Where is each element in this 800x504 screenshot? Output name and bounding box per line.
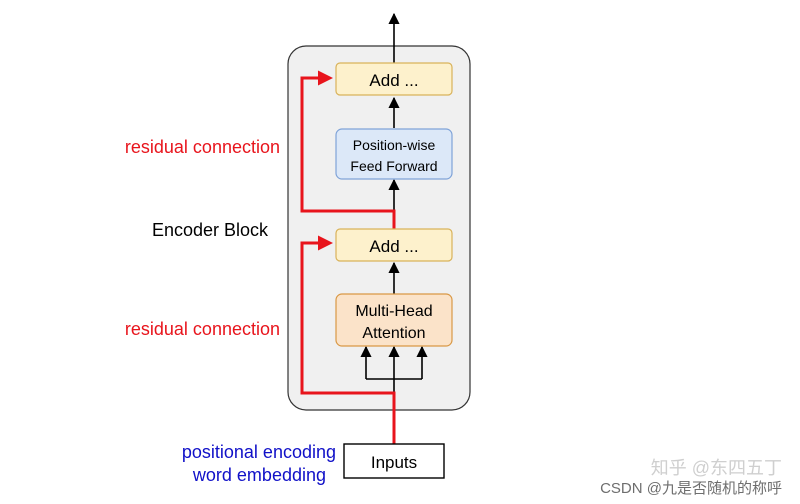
multi-head-attention-label-line1: Multi-Head xyxy=(355,303,432,320)
encoder-block-label: Encoder Block xyxy=(152,220,269,240)
residual-connection-label-top: residual connection xyxy=(125,137,280,157)
positional-encoding-label: positional encoding xyxy=(182,442,336,462)
feed-forward-box xyxy=(335,128,453,180)
encoder-block-container xyxy=(287,45,471,411)
add-norm-bottom-box xyxy=(335,228,453,262)
multi-head-attention-label-line2: Attention xyxy=(362,325,425,342)
add-norm-bottom-label: Add ... xyxy=(369,237,418,256)
word-embedding-label: word embedding xyxy=(192,465,326,485)
residual-path-bottom xyxy=(300,235,396,444)
add-norm-top-label: Add ... xyxy=(369,71,418,90)
residual-paths xyxy=(300,70,396,444)
feed-forward-label-line1: Position-wise xyxy=(353,137,436,153)
watermark-csdn: CSDN @九是否随机的称呼 xyxy=(600,480,782,497)
add-norm-top-box xyxy=(335,62,453,96)
inputs-box xyxy=(343,443,445,479)
feed-forward-label-line2: Feed Forward xyxy=(350,158,437,174)
inputs-label: Inputs xyxy=(371,453,417,472)
watermark-zhihu: 知乎 @东四五丁 xyxy=(651,458,782,478)
residual-connection-label-bottom: residual connection xyxy=(125,319,280,339)
multi-head-attention-box xyxy=(335,293,453,347)
residual-path-top xyxy=(300,70,396,229)
